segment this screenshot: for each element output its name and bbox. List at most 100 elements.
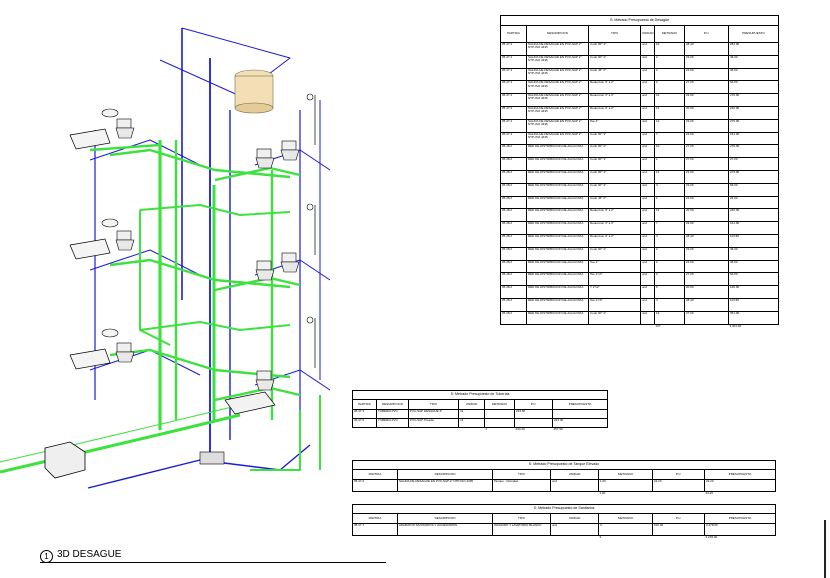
table-cell: 284.00 [727,42,780,56]
table-cell [484,418,515,428]
table-cell: 05.48.2 [500,157,527,171]
table-cell: 2 [654,246,685,261]
toilet-bowl [115,127,135,139]
column-header: PRESUPUESTO [727,25,780,43]
column-header: PRESUPUESTO [703,513,777,524]
column-header: METRADO [654,25,685,43]
table-cell: Reduccion 4" a 2" [588,233,641,248]
column-header: P.U. [652,513,705,524]
table-cell: 27.00 [684,157,729,171]
table-title: S: Metrado Presupuesto de Tuberías [351,390,609,400]
table-cell: 05.47.4 [500,54,527,69]
column-header: PARTIDA [500,25,527,43]
total-quantity: 1.00 [599,491,606,495]
water-tank-body [234,75,274,109]
toilet-bowl [280,261,300,273]
table-cell: und [640,157,655,171]
table-cell [551,409,609,419]
table-cell: 05.48.2 [500,208,527,223]
column-header: DESCRIPCION [397,513,493,524]
table-cell: 2,278.00 [703,523,777,536]
table-cell: 23.00 [684,67,729,82]
water-branch-pipe [89,249,201,276]
table-cell: 23.00 [684,131,729,146]
table-cell: 233.50 [514,409,553,419]
sink-fixture [69,348,111,370]
table-cell: 05.47.4 [500,131,527,146]
table-cell: RED DE DISTRIBUCION DE AGUA FRIA [526,246,589,261]
table-cell: TUBERIA PVC [376,409,409,419]
total-spacer [398,492,493,499]
table-cell: und [640,195,655,210]
table-cell: 28.40 [684,233,729,248]
column-header: TIPO [492,513,551,524]
table-cell: 27.00 [727,157,780,171]
isometric-drainage-drawing [0,27,331,489]
total-spacer [653,492,705,499]
table-cell: Codo 45° 2" [588,67,641,82]
total-budget: 3,301.60 [729,324,742,328]
total-spacer [527,324,589,331]
table-cell: SALIDA DE DESAGUE EN PVC-SAP 2" NTP-ISO … [526,105,589,120]
drain-branch-pipe [139,321,291,331]
table-cell: und [640,42,655,56]
table-cell: 1 [654,157,685,171]
column-header: PARTIDA [352,399,377,410]
table-cell: Reduccion 4" a 2" [588,80,641,95]
total-spacer [551,492,599,499]
total-spacer [353,428,377,435]
table-cell: und [640,182,655,197]
table-cell: 05.47.7 [352,523,398,536]
table-cell: und [640,233,655,248]
table-cell: SALIDA DE DESAGUE EN PVC-SAP 2" NTP-ISO … [526,131,589,146]
column-header: UNIDAD [458,399,485,410]
table-cell: und [640,272,655,287]
table-cell: Tanque - Rotoplas [492,479,551,492]
table-cell: 12 [654,93,685,107]
drain-branch-pipe [89,143,161,152]
drain-branch-pipe [109,258,291,289]
table-cell: 54.00 [727,80,780,95]
table-cell: RED DE DISTRIBUCION DE AGUA FRIA [526,259,589,274]
table-cell: Tee 2"x4" [588,272,641,287]
total-spacer [653,536,705,543]
total-unit-price: 234.40 [515,427,525,431]
total-spacer [685,324,729,331]
table-title: S: Metrado Presupuesto de Tanque Elevado [351,460,777,470]
total-budget: 24.20 [705,491,714,495]
total-spacer [409,428,459,435]
table-cell: SALIDA DE DESAGUE EN PVC-SAP 2" NTP-ISO … [526,93,589,107]
table-cell: 10 [654,42,685,56]
drain-branch-pipe [250,410,301,471]
toilet-bowl [255,157,275,169]
table-cell: und [640,310,655,325]
column-header: UNIDAD [550,513,599,524]
table-cell: 05.48.2 [500,259,527,274]
table-cell: 113.60 [727,297,780,312]
column-header: METRADO [598,513,653,524]
table-cell: RED DE DISTRIBUCION DE AGUA FRIA [526,144,589,159]
table-cell: 05.48.2 [500,195,527,210]
table-cell: 240.00 [727,105,780,120]
table-cell: RED DE DISTRIBUCION DE AGUA FRIA [526,208,589,223]
table-cell: und [640,118,655,133]
table-cell: Codo 90° 3" [588,157,641,171]
table-cell: 27.00 [684,310,729,325]
table-cell: 23.00 [684,118,729,133]
table-cell: INODORO Y LAVATORIO BLANCO [492,523,551,536]
column-header: UNIDAD [550,469,599,480]
table-cell: Tee 2" [588,259,641,274]
table-cell: SALIDA DE DESAGUE EN PVC-SAP 2" NTP-ISO … [526,80,589,95]
table-cell: Reduccion 4" a 3" [588,93,641,107]
